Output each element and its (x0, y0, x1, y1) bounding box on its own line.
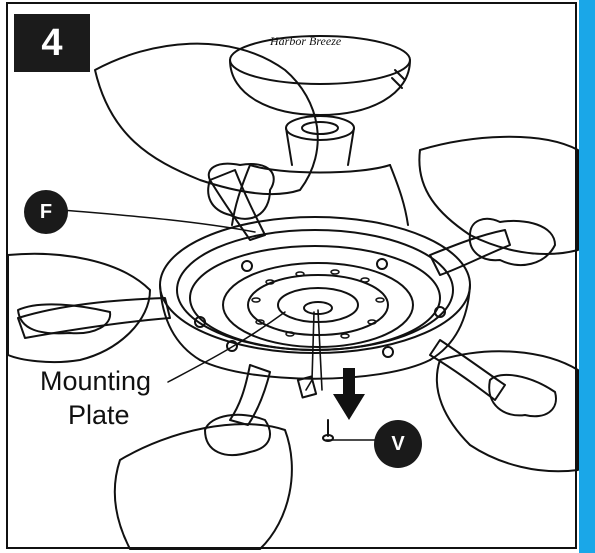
fan-blade-top-right (418, 135, 579, 256)
down-arrow (333, 368, 365, 420)
mounting-plate (222, 262, 414, 348)
fan-assembly-illustration (7, 35, 579, 550)
fan-blade-bottom (113, 423, 293, 550)
fan-blade-left (7, 252, 151, 364)
accent-edge (579, 0, 595, 553)
switch-housing-ring (159, 216, 471, 354)
blade-iron-top-left (209, 169, 266, 241)
mounting-plate-label-line1: Mounting (40, 366, 152, 396)
mounting-plate-leader (167, 311, 286, 383)
callout-f: F (24, 190, 68, 234)
blade-iron-right (429, 339, 506, 401)
fan-blade-top-left (94, 42, 319, 196)
callout-f-leader (61, 209, 256, 233)
blade-iron-bottom (229, 364, 271, 426)
callout-v: V (374, 420, 422, 468)
brand-logo: Harbor Breeze (270, 34, 342, 48)
mounting-plate-label-line2: Plate (68, 400, 130, 430)
blade-iron-left (17, 297, 171, 339)
fan-blade-right-lower (435, 350, 579, 473)
step-number-badge: 4 (14, 14, 90, 72)
blade-iron-top-right (429, 229, 511, 276)
